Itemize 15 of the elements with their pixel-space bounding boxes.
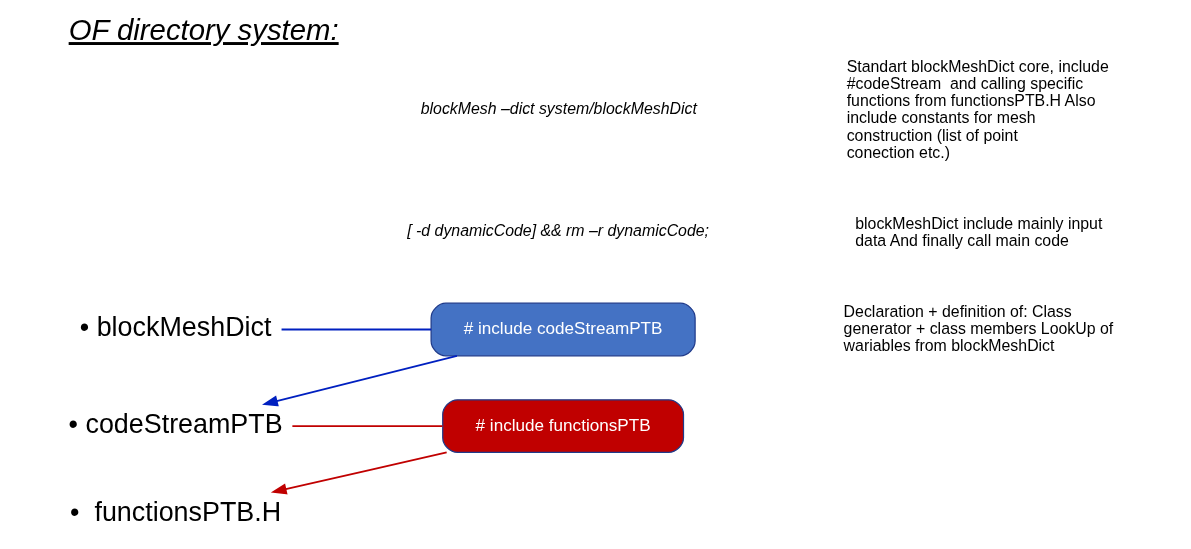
label: blockMeshDict include mainly input data And finally call main code <box>855 214 1103 249</box>
node-text: • functionsPTB.H <box>70 496 282 527</box>
arrow <box>270 451 448 495</box>
connector <box>280 328 432 331</box>
label: [ -d dynamicCode] && rm –r dynamicCode; <box>407 221 710 239</box>
node-box: # include codeStreamPTB <box>430 302 696 357</box>
diagram-title: OF directory system: <box>68 13 339 47</box>
label: Declaration + definition of: Class generator + class members LookUp of wariables from blockMeshDict <box>843 302 1114 354</box>
label: Standart blockMeshDict core, include #codeStream and calling specific functions from functionsPTB.H Also include constants for mesh construction (list of point conection etc.) <box>846 58 1109 161</box>
node-text: • codeStreamPTB <box>68 408 283 439</box>
label: blockMesh –dict system/blockMeshDict <box>420 99 697 117</box>
node-box: # include functionsPTB <box>442 399 685 453</box>
node-text: • blockMeshDict <box>79 312 272 343</box>
connector <box>291 425 444 427</box>
arrow <box>262 354 458 407</box>
